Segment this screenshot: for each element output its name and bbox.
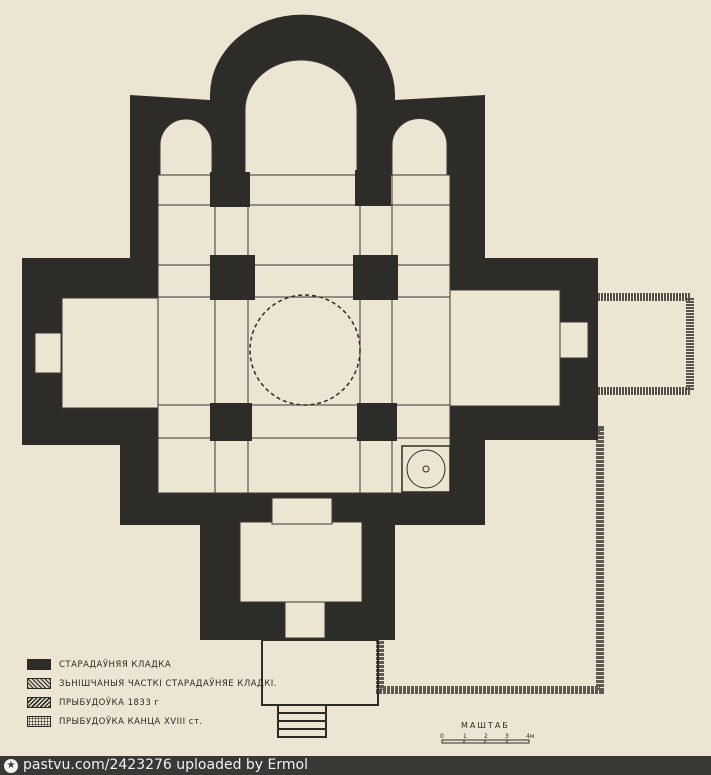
watermark-footer: ★ pastvu.com/2423276 uploaded by Ermol (0, 756, 711, 775)
legend: СТАРАДАЎНЯЯ КЛАДКА ЗЬНІШЧАНЫЯ ЧАСТКІ СТА… (27, 655, 277, 731)
legend-label: ПРЫБУДОЎКА 1833 г (59, 697, 160, 708)
scale-tick: 3 (505, 733, 509, 740)
legend-item-old-masonry: СТАРАДАЎНЯЯ КЛАДКА (27, 655, 277, 674)
swatch-old-masonry (27, 659, 51, 670)
interior-spaces (34, 59, 589, 639)
swatch-1833-extension (27, 697, 51, 708)
spiral-staircase (401, 445, 451, 493)
east-annex (588, 293, 694, 395)
legend-item-destroyed-parts: ЗЬНІШЧАНЫЯ ЧАСТКІ СТАРАДАЎНЯЕ КЛАДКІ. (27, 674, 277, 693)
swatch-destroyed-parts (27, 678, 51, 689)
scale-tick: 2 (484, 733, 488, 740)
star-icon: ★ (4, 758, 18, 773)
scale-bar (441, 739, 530, 744)
pillars (210, 170, 398, 441)
scale-tick: 1 (463, 733, 467, 740)
legend-label: СТАРАДАЎНЯЯ КЛАДКА (59, 659, 172, 670)
scale-label: МАШТАБ (461, 721, 510, 730)
footer-text: pastvu.com/2423276 uploaded by Ermol (23, 757, 308, 773)
south-porch (261, 639, 379, 738)
legend-label: ПРЫБУДОЎКА КАНЦА XVIII ст. (59, 716, 203, 727)
swatch-18c-extension (27, 716, 51, 727)
floor-plan (22, 14, 694, 744)
scale-tick: 4м (526, 733, 535, 740)
legend-item-1833-extension: ПРЫБУДОЎКА 1833 г (27, 693, 277, 712)
legend-label: ЗЬНІШЧАНЫЯ ЧАСТКІ СТАРАДАЎНЯЕ КЛАДКІ. (59, 678, 277, 689)
scale-tick: 0 (440, 733, 444, 740)
legend-item-18c-extension: ПРЫБУДОЎКА КАНЦА XVIII ст. (27, 712, 277, 731)
dome-outline (249, 294, 361, 406)
